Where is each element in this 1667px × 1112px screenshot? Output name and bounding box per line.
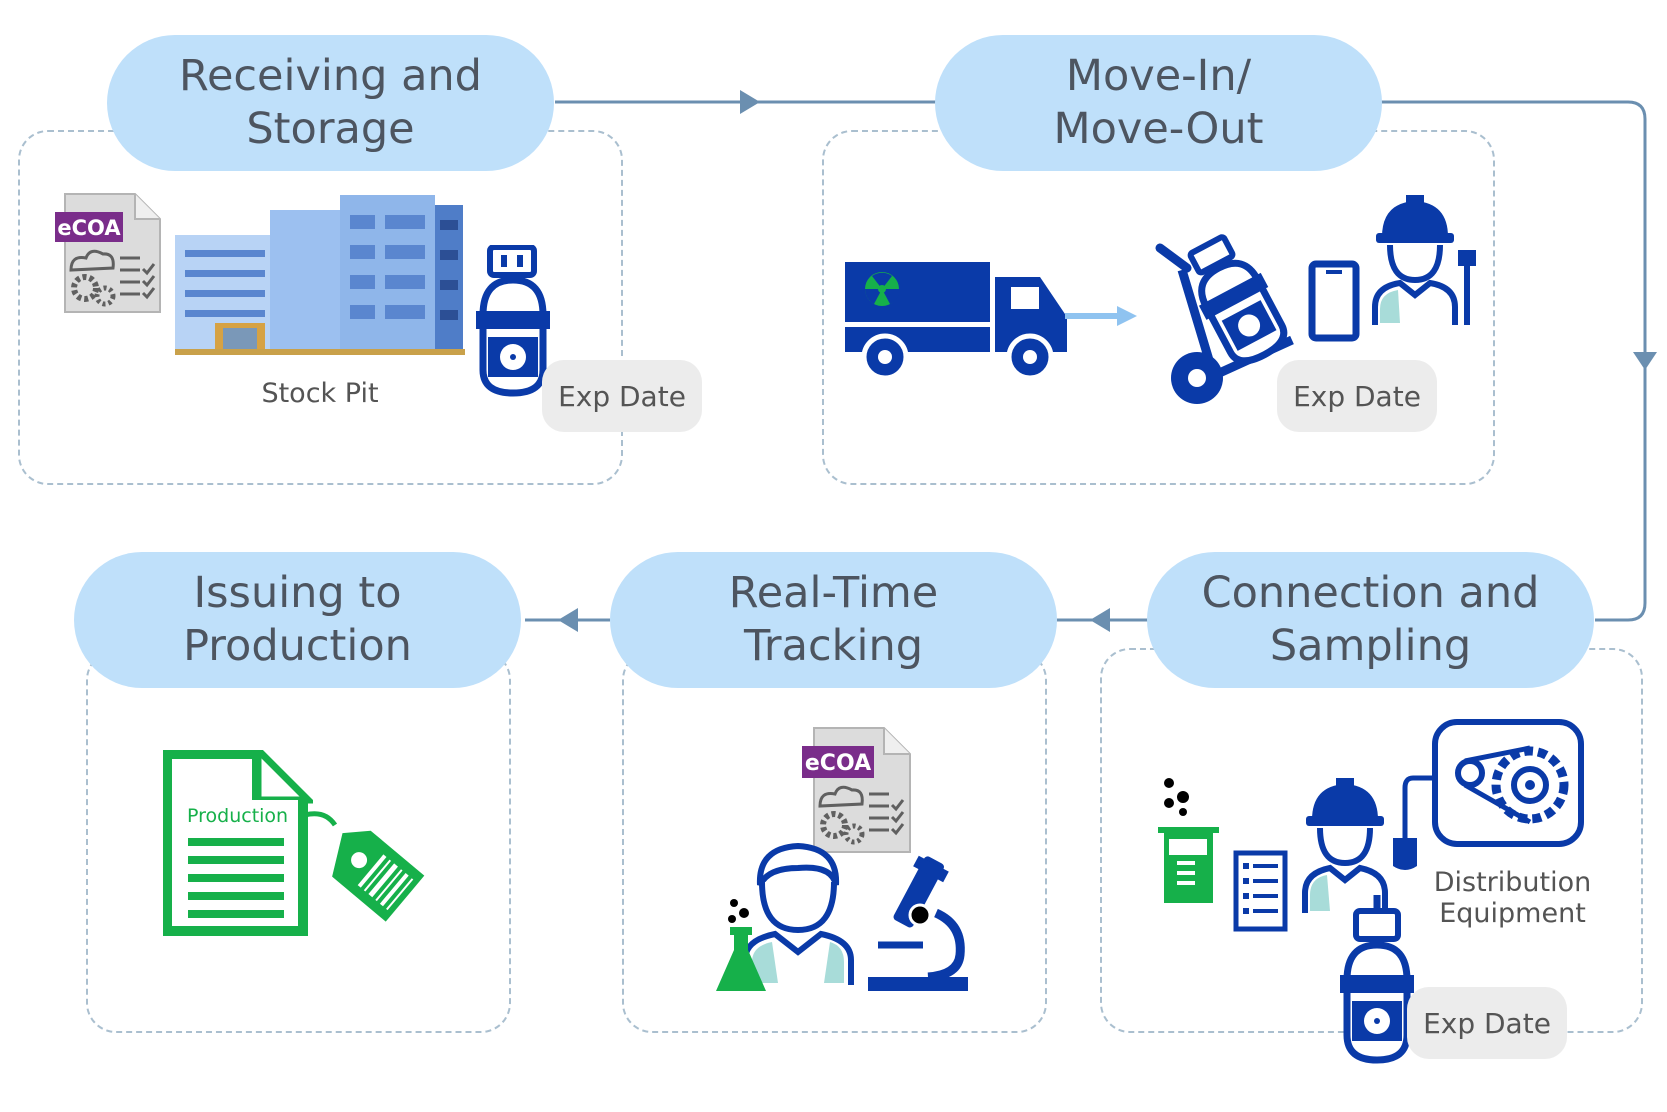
arrow-down-icon [1633, 352, 1657, 370]
step-title-connection: Connection and Sampling [1147, 552, 1594, 688]
office-building-icon [175, 195, 465, 355]
arrow-right-icon [740, 90, 760, 114]
ecoa-document-icon: eCOA [802, 727, 911, 853]
beaker-icon [1158, 778, 1219, 903]
production-label: Production [187, 805, 288, 827]
motion-arrow-icon [1065, 306, 1137, 326]
worker-icon [1372, 195, 1476, 325]
flask-icon [716, 899, 766, 991]
ecoa-document-icon: eCOA [55, 193, 161, 313]
gas-cylinder-icon [476, 245, 550, 397]
step-title-tracking: Real-Time Tracking [610, 552, 1057, 688]
step-title-issuing: Issuing to Production [74, 552, 521, 688]
hand-truck-icon [1155, 234, 1294, 404]
ecoa-label: eCOA [805, 751, 871, 776]
exp-date-badge: Exp Date [1277, 360, 1437, 432]
tablet-icon [1308, 260, 1360, 342]
worker-icon [1302, 778, 1388, 913]
production-document-icon: Production [163, 750, 313, 936]
microscope-icon [868, 855, 968, 991]
delivery-truck-icon [845, 262, 1067, 381]
distribution-equipment-icon [1393, 719, 1584, 870]
step-title-move: Move-In/ Move-Out [935, 35, 1382, 171]
exp-date-badge: Exp Date [542, 360, 702, 432]
step-title-receiving: Receiving and Storage [107, 35, 554, 171]
arrow-left-icon [1090, 608, 1110, 632]
ecoa-label: eCOA [57, 216, 121, 240]
arrow-left-icon [558, 608, 578, 632]
distribution-equipment-label: Distribution Equipment [1433, 867, 1592, 929]
barcode-tag-icon [305, 811, 425, 922]
clipboard-icon [1233, 850, 1288, 932]
gas-cylinder-icon [1340, 895, 1414, 1064]
scientist-icon [742, 842, 854, 985]
stock-pit-label: Stock Pit [261, 378, 379, 409]
exp-date-badge: Exp Date [1407, 987, 1567, 1059]
